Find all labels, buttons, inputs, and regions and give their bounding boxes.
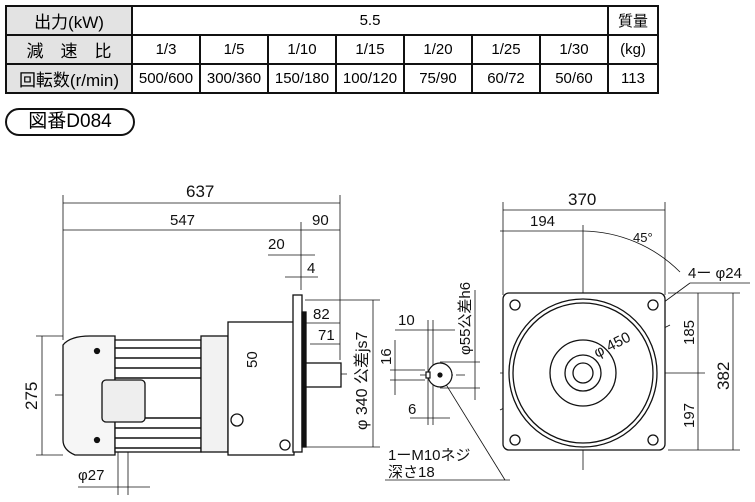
dimension-lines: [36, 195, 750, 495]
output-value: 5.5: [131, 5, 609, 36]
ratio-cell: 1/3: [131, 34, 201, 65]
dim-382: 382: [714, 362, 733, 390]
dim-phi55: φ55公差h6: [457, 282, 474, 355]
speed-cell: 100/120: [335, 63, 405, 94]
speed-cell: 150/180: [267, 63, 337, 94]
dim-275: 275: [22, 382, 41, 410]
dim-holes: 4ー φ24: [688, 265, 742, 282]
dim-197: 197: [681, 403, 698, 428]
table-row: 減 速 比 1/3 1/5 1/10 1/15 1/20 1/25 1/30 (…: [5, 34, 659, 65]
dim-16: 16: [378, 348, 395, 365]
speed-cell: 50/60: [539, 63, 609, 94]
dim-10: 10: [398, 312, 415, 329]
front-view: [502, 292, 666, 451]
dim-82: 82: [313, 306, 330, 323]
output-label: 出力(kW): [5, 5, 133, 36]
ratio-cell: 1/5: [199, 34, 269, 65]
drawing-number-badge: 図番D084: [5, 108, 135, 136]
dim-50: 50: [244, 351, 261, 368]
ratio-cell: 1/20: [403, 34, 473, 65]
table-row: 回転数(r/min) 500/600 300/360 150/180 100/1…: [5, 63, 659, 94]
dim-45deg: 45°: [633, 230, 653, 245]
speed-cell: 300/360: [199, 63, 269, 94]
side-view: [62, 294, 342, 456]
dim-185: 185: [681, 320, 698, 345]
spec-table: 出力(kW) 5.5 質量 減 速 比 1/3 1/5 1/10 1/15 1/…: [5, 5, 659, 94]
dim-6: 6: [408, 401, 416, 418]
tap-note: 1ーM10ネジ: [388, 447, 471, 464]
dim-phi340: φ 340 公差js7: [353, 331, 371, 430]
speed-cell: 60/72: [471, 63, 541, 94]
ratio-cell: 1/30: [539, 34, 609, 65]
dim-547: 547: [170, 212, 195, 229]
dim-370: 370: [568, 190, 596, 209]
dim-phi27: φ27: [78, 467, 104, 484]
dim-90: 90: [312, 212, 329, 229]
table-row: 出力(kW) 5.5 質量: [5, 5, 659, 36]
ratio-label: 減 速 比: [5, 34, 133, 65]
mass-label: 質量: [607, 5, 659, 36]
depth-note: 深さ18: [388, 464, 435, 481]
dim-4: 4: [307, 260, 315, 277]
ratio-cell: 1/10: [267, 34, 337, 65]
dim-71: 71: [318, 327, 335, 344]
ratio-cell: 1/25: [471, 34, 541, 65]
dim-637: 637: [186, 182, 214, 201]
speed-cell: 500/600: [131, 63, 201, 94]
mass-unit: (kg): [607, 34, 659, 65]
speed-label: 回転数(r/min): [5, 63, 133, 94]
mass-value: 113: [607, 63, 659, 94]
speed-cell: 75/90: [403, 63, 473, 94]
shaft-end-view: [425, 362, 453, 388]
dim-20: 20: [268, 236, 285, 253]
ratio-cell: 1/15: [335, 34, 405, 65]
dim-194: 194: [530, 213, 555, 230]
